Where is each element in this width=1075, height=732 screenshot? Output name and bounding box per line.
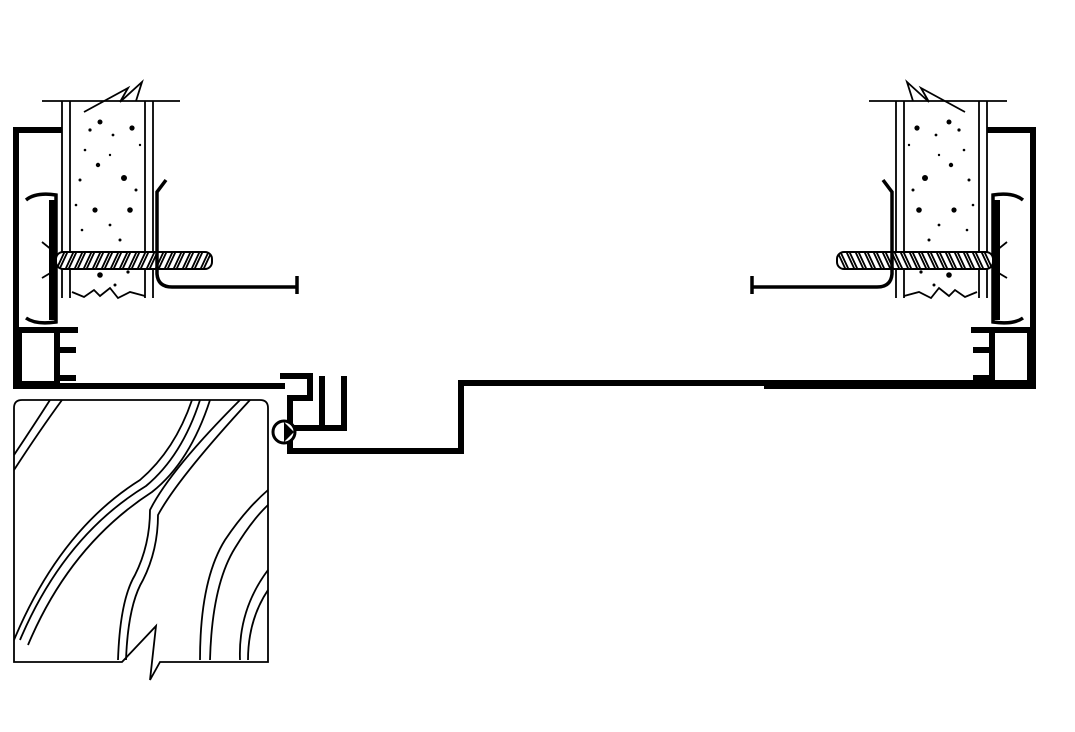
u-channel — [319, 376, 347, 431]
left-wall-assembly — [16, 82, 297, 386]
wood-block — [13, 399, 269, 681]
right-wall-assembly — [752, 82, 1033, 386]
